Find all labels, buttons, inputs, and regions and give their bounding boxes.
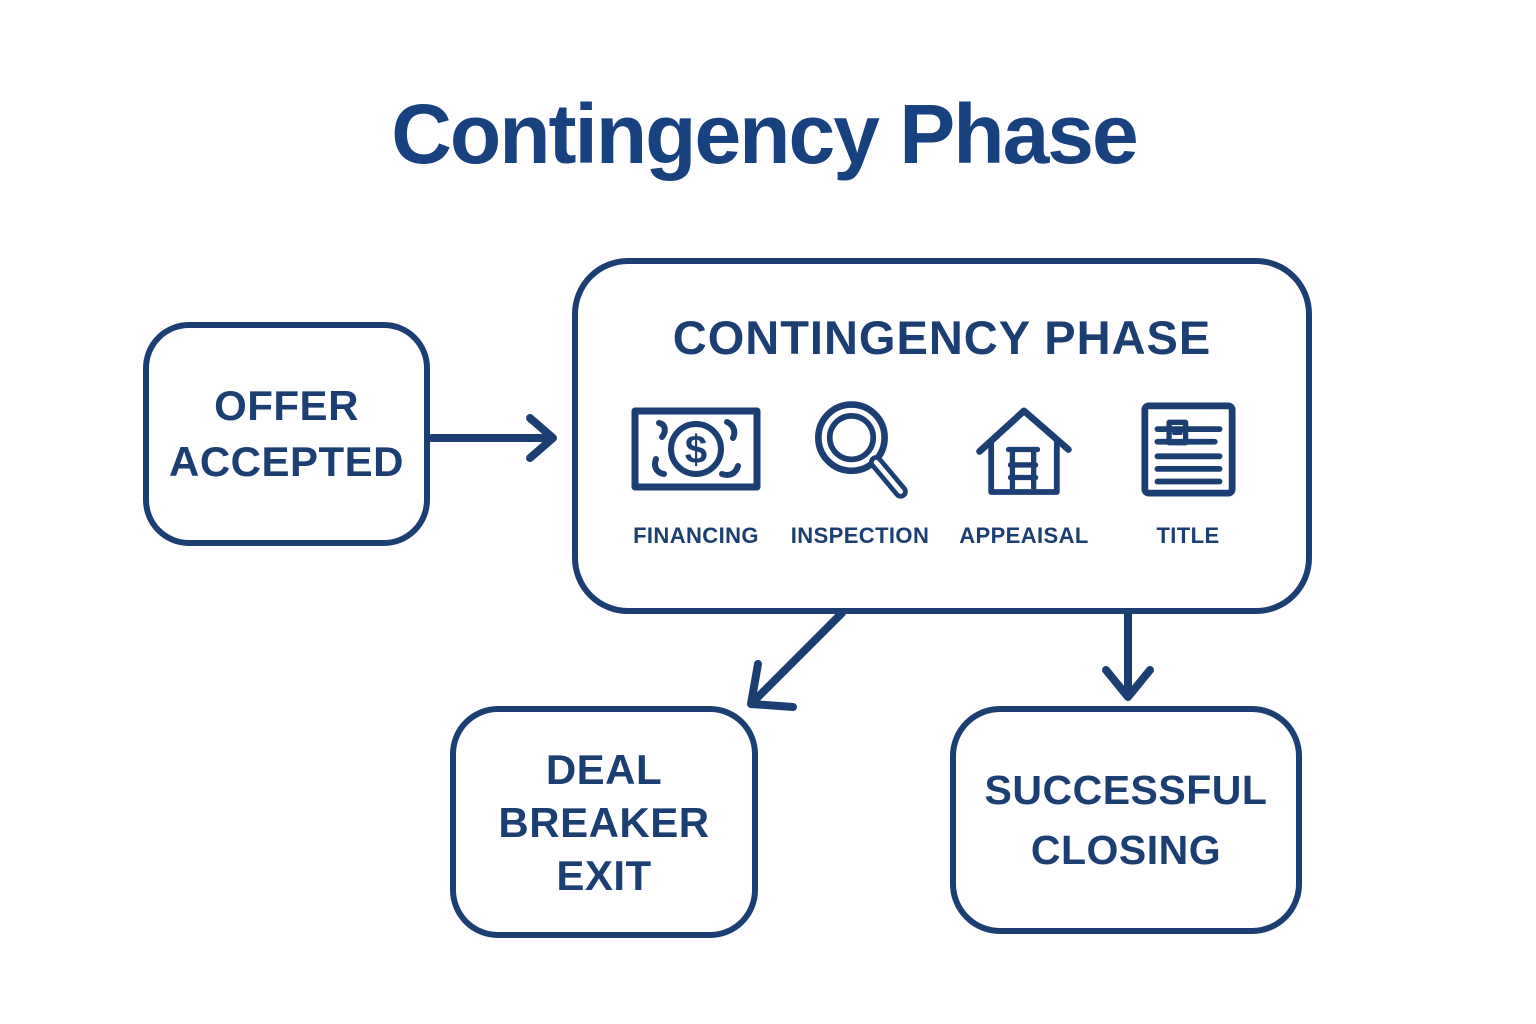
page-title: Contingency Phase bbox=[391, 87, 1139, 181]
title-label: TITLE bbox=[1156, 523, 1220, 548]
magnifying-glass-icon bbox=[815, 401, 908, 499]
deal-line: DEAL bbox=[545, 745, 663, 793]
inspection-item: INSPECTION bbox=[778, 397, 942, 549]
arrow-contingency-to-closing bbox=[1102, 608, 1154, 701]
appraisal-label: APPEAISAL bbox=[959, 523, 1089, 548]
deal-line: BREAKER bbox=[498, 798, 710, 846]
financing-label: FINANCING bbox=[633, 523, 759, 548]
financing-item: $ FINANCING bbox=[614, 397, 778, 549]
closing-line: SUCCESSFUL bbox=[984, 767, 1268, 813]
offer-accepted-node: OFFER ACCEPTED bbox=[143, 322, 430, 546]
house-icon bbox=[976, 407, 1072, 495]
deal-line: EXIT bbox=[556, 851, 652, 899]
contingency-icons-row: $ FINANCING bbox=[614, 397, 1270, 549]
arrow-offer-to-contingency bbox=[428, 414, 557, 462]
document-icon bbox=[1140, 401, 1236, 497]
contingency-phase-node: CONTINGENCY PHASE $ FINANCING bbox=[572, 258, 1312, 614]
title-item: TITLE bbox=[1106, 397, 1270, 549]
deal-breaker-exit-node: DEAL BREAKER EXIT bbox=[450, 706, 758, 938]
arrow-contingency-to-dealbreaker bbox=[747, 609, 846, 711]
contingency-heading: CONTINGENCY PHASE bbox=[672, 311, 1212, 364]
closing-line: CLOSING bbox=[1030, 827, 1222, 873]
offer-line: ACCEPTED bbox=[168, 438, 405, 485]
appraisal-item: APPEAISAL bbox=[942, 397, 1106, 549]
inspection-label: INSPECTION bbox=[790, 523, 930, 548]
money-bill-icon: $ bbox=[631, 407, 761, 491]
offer-line: OFFER bbox=[214, 382, 359, 429]
svg-text:$: $ bbox=[685, 428, 707, 472]
successful-closing-node: SUCCESSFUL CLOSING bbox=[950, 706, 1302, 934]
